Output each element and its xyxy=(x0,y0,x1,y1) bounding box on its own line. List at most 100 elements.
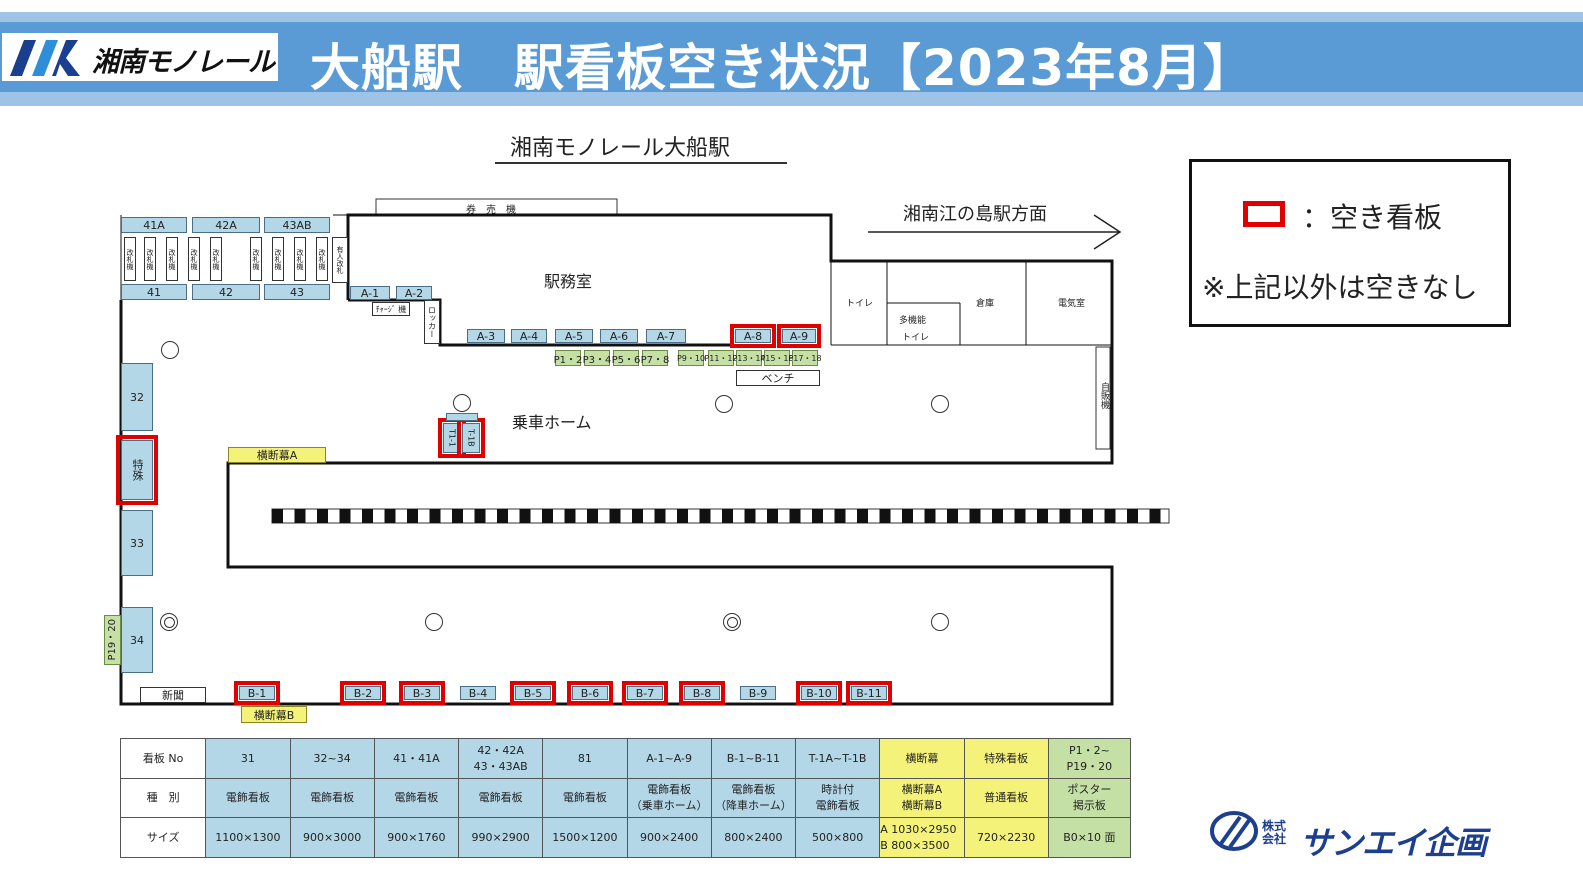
board-A-5: A-5 xyxy=(555,329,593,343)
cell-text: 31 xyxy=(240,751,255,765)
cell-text: 900×2400 xyxy=(640,830,699,844)
page-title: 大船駅 駅看板空き状況【2023年8月】 xyxy=(310,39,1254,97)
table-cell: 時計付電飾看板 xyxy=(794,778,881,818)
board-A-8: A-8 xyxy=(730,324,776,348)
cell-text: 横断幕B xyxy=(901,799,943,812)
board-41: 41 xyxy=(121,284,187,300)
table-cell: 31 xyxy=(205,738,291,779)
table-cell: 普通看板 xyxy=(963,778,1049,818)
rail-tie xyxy=(1082,509,1093,523)
table-cell: 電飾看板 xyxy=(457,778,544,818)
cell-text: 電飾看板 xyxy=(562,791,607,804)
table-cell: 900×2400 xyxy=(626,817,712,858)
board-B-2: B-2 xyxy=(340,681,386,705)
rail-tie xyxy=(609,509,621,523)
company-type-1: 株式 xyxy=(1262,819,1287,833)
board-P11・12: P11・12 xyxy=(704,350,738,366)
pillar xyxy=(931,395,949,413)
table-cell: 1100×1300 xyxy=(205,817,291,858)
rail-tie xyxy=(969,509,981,523)
locker-label: ロッカー xyxy=(427,306,437,338)
cell-text: B 800×3500 xyxy=(880,838,950,852)
toilet-label: トイレ xyxy=(846,299,874,309)
table-cell: 横断幕 xyxy=(879,738,965,779)
table-cell: P1・2~P19・20 xyxy=(1047,738,1132,779)
table-cell: T-1A~T-1B xyxy=(794,738,881,779)
board-A-4: A-4 xyxy=(511,329,547,343)
vending-label: 自販機 xyxy=(1099,382,1109,409)
ticket-gate: 改札機 xyxy=(144,237,156,281)
rail-tie xyxy=(362,509,373,523)
table-cell: 1500×1200 xyxy=(542,817,628,858)
platform-label: 乗車ホーム xyxy=(512,413,592,432)
ticket-gate: 改札機 xyxy=(316,237,328,281)
board-special-label: 特殊 xyxy=(131,459,144,481)
cell-text: 800×2400 xyxy=(724,830,783,844)
board-T-1B: T-1B xyxy=(457,418,485,458)
multi-toilet-label-1: 多機能 xyxy=(899,316,927,326)
ticket-gate-label: 改札機 xyxy=(126,248,134,270)
rail-tie xyxy=(339,509,351,523)
cell-text: B-1~B-11 xyxy=(726,751,780,765)
clock-post xyxy=(446,413,478,421)
rail-tie xyxy=(407,509,418,523)
table-cell: 81 xyxy=(542,738,628,779)
rail-tie xyxy=(902,509,913,523)
cell-text: 1500×1200 xyxy=(552,830,618,844)
manned-gate-label: 有人改札 xyxy=(336,246,344,274)
cell-text: 時計付 xyxy=(821,783,855,796)
banner-A: 横断幕A xyxy=(228,447,326,463)
cell-text: T-1A~T-1B xyxy=(808,751,867,765)
pillar-double xyxy=(160,613,178,631)
cell-text: 900×3000 xyxy=(303,830,362,844)
board-B-11: B-11 xyxy=(846,681,892,705)
cell-text: 500×800 xyxy=(812,830,864,844)
rail-tie xyxy=(744,509,756,523)
storage-label: 倉庫 xyxy=(976,299,995,309)
board-32: 32 xyxy=(121,363,153,431)
rail-tie xyxy=(834,509,846,523)
table-cell: 800×2400 xyxy=(710,817,797,858)
charge-machine: ﾁｬｰｼﾞ 機 xyxy=(372,302,410,316)
board-B-7: B-7 xyxy=(622,681,668,705)
table-cell: 特殊看板 xyxy=(963,738,1049,779)
board-T1-1: T1-1 xyxy=(438,418,466,458)
cell-text: 掲示板 xyxy=(1072,799,1106,812)
ticket-gate-label: 改札機 xyxy=(274,248,282,270)
cell-text: B0×10 面 xyxy=(1063,830,1116,844)
board-P13・14: P13・14 xyxy=(732,350,766,366)
rail-tie xyxy=(384,509,396,523)
cell-text: （降車ホーム） xyxy=(715,799,792,812)
board-P3・4: P3・4 xyxy=(583,350,611,366)
rail-tie xyxy=(1104,509,1116,523)
logo-text: 湘南モノレール xyxy=(92,47,275,78)
rail-tie xyxy=(294,509,306,523)
rail-tie xyxy=(1059,509,1071,523)
rail-tie xyxy=(947,509,958,523)
cell-text: A-1~A-9 xyxy=(646,751,692,765)
board-P15・16: P15・16 xyxy=(760,350,794,366)
table-cell: B-1~B-11 xyxy=(710,738,797,779)
cell-text: 32~34 xyxy=(313,751,351,765)
ticket-gate: 改札機 xyxy=(166,237,178,281)
board-B-6: B-6 xyxy=(567,681,613,705)
table-cell: 電飾看板（降車ホーム） xyxy=(710,778,797,818)
multi-toilet-label-2: トイレ xyxy=(902,333,930,343)
pillar xyxy=(161,341,179,359)
banner-B: 横断幕B xyxy=(241,706,307,723)
board-P9・10: P9・10 xyxy=(677,350,705,366)
company-type-2: 会社 xyxy=(1262,832,1287,846)
cell-text: P19・20 xyxy=(1066,759,1113,773)
rail-tie xyxy=(1149,509,1161,523)
rail-tie xyxy=(812,509,823,523)
cell-text: 900×1760 xyxy=(387,830,446,844)
cell-text: （乗車ホーム） xyxy=(630,799,708,812)
ticket-gate: 改札機 xyxy=(250,237,262,281)
company-name: サンエイ企画 xyxy=(1300,824,1487,862)
